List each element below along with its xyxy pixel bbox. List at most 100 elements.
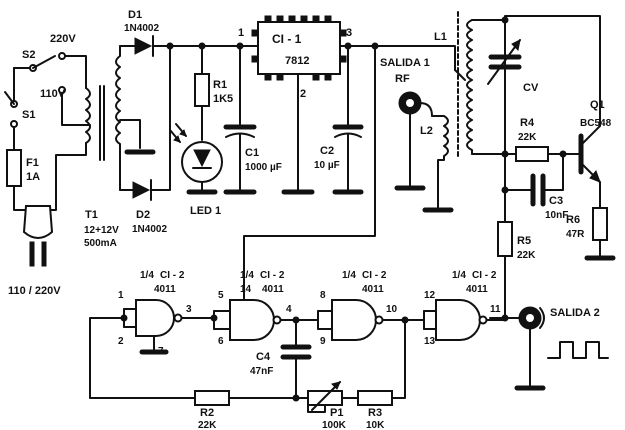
supply-rail	[243, 42, 456, 301]
label-gate1-name: CI - 2	[160, 270, 185, 281]
label-p1-name: P1	[330, 407, 343, 419]
label-gate2-name: CI - 2	[260, 270, 285, 281]
label-d2-part: 1N4002	[132, 224, 167, 235]
label-t1-spec2: 500mA	[84, 238, 117, 249]
label-pin11: 11	[490, 304, 501, 315]
label-c3-value: 10nF	[545, 210, 568, 221]
resistor-r4	[515, 146, 549, 162]
label-d1-part: 1N4002	[124, 23, 159, 34]
label-gate4-part: 4011	[466, 284, 488, 295]
label-l2: L2	[420, 125, 433, 137]
resistor-r5	[497, 221, 513, 257]
nand-gate-3	[317, 299, 425, 399]
label-110v: 110V	[40, 88, 66, 100]
label-r3-name: R3	[368, 407, 382, 419]
labels: 220V S2 110V S1 F1 1A 110 / 220V T1 12+1…	[8, 9, 612, 430]
label-r5-name: R5	[517, 235, 531, 247]
label-p1-value: 100K	[322, 420, 347, 430]
inductor-l1	[454, 11, 506, 157]
label-gate3-part: 4011	[362, 284, 384, 295]
label-r5-value: 22K	[517, 250, 536, 261]
label-c1-name: C1	[245, 147, 259, 159]
fuse-f1	[6, 149, 22, 187]
label-c3-name: C3	[549, 195, 563, 207]
label-gate4-name: CI - 2	[472, 270, 497, 281]
mains-input-section	[4, 52, 91, 267]
resistor-r1	[194, 73, 210, 107]
label-c4-value: 47nF	[250, 366, 273, 377]
square-output-section	[489, 306, 609, 391]
label-d2-name: D2	[136, 209, 150, 221]
regulator-body	[257, 21, 341, 75]
nand-gate-1	[89, 299, 218, 399]
label-ci1-part: 7812	[285, 55, 309, 67]
resistor-r3	[357, 390, 393, 406]
label-pin6: 6	[218, 336, 224, 347]
nand-gate-2	[213, 299, 319, 346]
label-q1-part: BC548	[580, 118, 612, 129]
rectifier-section	[119, 35, 241, 201]
switch-s2	[32, 55, 56, 69]
label-r6-value: 47R	[566, 229, 585, 240]
label-ci1-pin2: 2	[300, 88, 306, 100]
label-mains: 110 / 220V	[8, 285, 61, 297]
label-pin12: 12	[424, 290, 436, 301]
diode-d1	[134, 37, 153, 55]
label-pin5: 5	[218, 290, 224, 301]
label-pin13: 13	[424, 336, 436, 347]
label-gate3-frac: 1/4	[342, 270, 356, 281]
capacitor-c2	[332, 42, 364, 195]
square-wave-icon	[547, 341, 609, 359]
label-d1-name: D1	[128, 9, 142, 21]
label-cv: CV	[523, 82, 539, 94]
label-rf: RF	[395, 73, 410, 85]
led-indicator-section	[169, 42, 223, 195]
label-ci1-name: CI - 1	[272, 32, 302, 46]
label-pin4: 4	[286, 304, 292, 315]
label-r4-name: R4	[520, 117, 535, 129]
rf-output-section	[394, 91, 454, 213]
label-ci1-pin3: 3	[346, 27, 352, 39]
mains-plug	[22, 205, 54, 267]
label-c2-value: 10 µF	[314, 160, 340, 171]
label-pin14: 14	[240, 284, 252, 295]
label-r6-name: R6	[566, 214, 580, 226]
label-pin9: 9	[320, 336, 326, 347]
resistor-r6	[592, 207, 608, 241]
variable-capacitor-cv	[487, 16, 522, 85]
label-gate2-part: 4011	[262, 284, 284, 295]
regulator-ci1	[239, 15, 376, 195]
label-f1-name: F1	[26, 157, 39, 169]
transistor-q1	[504, 15, 601, 209]
label-r1-value: 1K5	[213, 93, 233, 105]
label-c1-value: 1000 µF	[245, 162, 282, 173]
label-pin2: 2	[118, 336, 124, 347]
label-pin1: 1	[118, 290, 124, 301]
label-gate1-part: 4011	[154, 284, 176, 295]
label-r3-value: 10K	[366, 420, 385, 430]
label-gate1-frac: 1/4	[140, 270, 154, 281]
label-r2-value: 22K	[198, 420, 217, 430]
label-s2: S2	[22, 49, 35, 61]
label-c2-name: C2	[320, 145, 334, 157]
label-q1-name: Q1	[590, 99, 605, 111]
label-r4-value: 22K	[518, 132, 537, 143]
timing-network	[194, 344, 393, 413]
transformer-t1	[85, 45, 156, 191]
label-pin3: 3	[186, 304, 192, 315]
label-c4-name: C4	[256, 351, 271, 363]
label-gate2-frac: 1/4	[240, 270, 254, 281]
label-salida2: SALIDA 2	[550, 307, 600, 319]
label-salida1: SALIDA 1	[380, 57, 430, 69]
label-pin10: 10	[386, 304, 398, 315]
label-led1: LED 1	[190, 205, 221, 217]
label-r1-name: R1	[213, 79, 227, 91]
label-ci1-pin1: 1	[238, 27, 244, 39]
label-r2-name: R2	[200, 407, 214, 419]
label-l1: L1	[434, 31, 447, 43]
nand-gate-4	[423, 299, 506, 341]
oscillator-section	[497, 15, 616, 319]
label-gate3-name: CI - 2	[362, 270, 387, 281]
diode-d2	[132, 181, 151, 199]
